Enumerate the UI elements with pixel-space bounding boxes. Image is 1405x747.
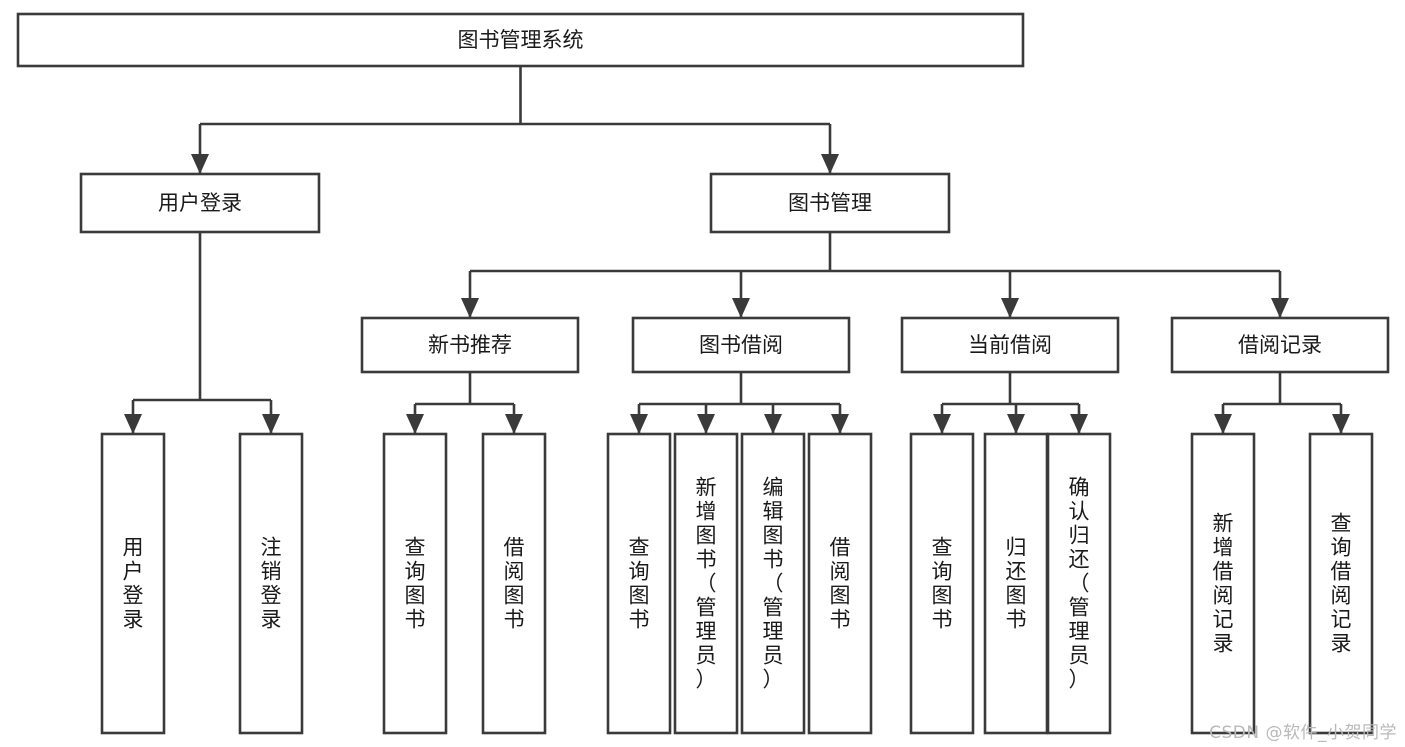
- node-leaf-7[interactable]: 编辑图书（管理员）: [740, 432, 806, 735]
- arrowhead: [1001, 298, 1019, 318]
- node-layer: 图书管理系统用户登录图书管理新书推荐图书借阅当前借阅借阅记录用户登录注销登录查询…: [16, 12, 1390, 735]
- arrowhead: [821, 154, 839, 174]
- node-label: 用户登录: [123, 536, 144, 632]
- arrowhead: [461, 298, 479, 318]
- arrowhead: [1332, 414, 1350, 434]
- node-level2-2[interactable]: 图书借阅: [631, 316, 851, 374]
- node-label: 查询图书: [932, 536, 953, 632]
- arrowhead: [505, 414, 523, 434]
- edge-group: [406, 372, 523, 434]
- edge-group: [630, 372, 849, 434]
- arrowhead: [406, 414, 424, 434]
- arrowhead: [191, 154, 209, 174]
- node-box[interactable]: [1190, 432, 1256, 735]
- node-box[interactable]: [1308, 432, 1374, 735]
- arrowhead: [831, 414, 849, 434]
- node-label: 用户登录: [158, 191, 242, 215]
- node-leaf-8[interactable]: 借阅图书: [807, 432, 873, 735]
- node-box[interactable]: [983, 432, 1049, 735]
- edge-group: [1214, 372, 1350, 434]
- node-label: 注销登录: [261, 536, 282, 632]
- node-label: 查询图书: [629, 536, 650, 632]
- node-level2-3[interactable]: 当前借阅: [900, 316, 1120, 374]
- node-box[interactable]: [100, 432, 166, 735]
- node-label: 图书管理系统: [458, 28, 584, 52]
- connector-layer: [124, 66, 1350, 434]
- node-box[interactable]: [740, 432, 806, 735]
- edge-group: [461, 232, 1289, 318]
- arrowhead: [1070, 414, 1088, 434]
- arrowhead: [630, 414, 648, 434]
- node-label: 图书借阅: [699, 333, 783, 357]
- node-label: 新增图书（管理员）: [696, 476, 717, 692]
- node-box[interactable]: [382, 432, 448, 735]
- node-box[interactable]: [631, 316, 851, 374]
- node-label: 查询借阅记录: [1331, 512, 1352, 656]
- arrowhead: [124, 414, 142, 434]
- arrowhead: [732, 298, 750, 318]
- node-label: 编辑图书（管理员）: [763, 476, 784, 692]
- node-box[interactable]: [709, 172, 951, 234]
- node-label: 图书管理: [788, 191, 872, 215]
- node-label: 查询图书: [405, 536, 426, 632]
- node-label: 新增借阅记录: [1213, 512, 1234, 656]
- node-box[interactable]: [16, 12, 1025, 68]
- node-label: 借阅图书: [504, 536, 525, 632]
- node-leaf-6[interactable]: 新增图书（管理员）: [673, 432, 739, 735]
- edge-group: [191, 66, 839, 174]
- node-leaf-2[interactable]: 注销登录: [238, 432, 304, 735]
- node-box[interactable]: [606, 432, 672, 735]
- node-leaf-10[interactable]: 归还图书: [983, 432, 1049, 735]
- node-leaf-12[interactable]: 新增借阅记录: [1190, 432, 1256, 735]
- node-box[interactable]: [238, 432, 304, 735]
- arrowhead: [1271, 298, 1289, 318]
- node-label: 确认归还（管理员）: [1069, 476, 1090, 692]
- node-leaf-3[interactable]: 查询图书: [382, 432, 448, 735]
- node-box[interactable]: [360, 316, 580, 374]
- node-box[interactable]: [909, 432, 975, 735]
- node-label: 新书推荐: [428, 333, 512, 357]
- arrowhead: [262, 414, 280, 434]
- node-box[interactable]: [79, 172, 321, 234]
- edge-group: [933, 372, 1088, 434]
- node-level2-4[interactable]: 借阅记录: [1170, 316, 1390, 374]
- edge-group: [124, 232, 280, 434]
- node-leaf-9[interactable]: 查询图书: [909, 432, 975, 735]
- node-box[interactable]: [1046, 432, 1112, 735]
- node-box[interactable]: [673, 432, 739, 735]
- node-level1-2[interactable]: 图书管理: [709, 172, 951, 234]
- arrowhead: [1214, 414, 1232, 434]
- node-box[interactable]: [1170, 316, 1390, 374]
- node-leaf-4[interactable]: 借阅图书: [481, 432, 547, 735]
- arrowhead: [933, 414, 951, 434]
- node-level2-1[interactable]: 新书推荐: [360, 316, 580, 374]
- node-box[interactable]: [900, 316, 1120, 374]
- node-leaf-5[interactable]: 查询图书: [606, 432, 672, 735]
- arrowhead: [697, 414, 715, 434]
- node-root[interactable]: 图书管理系统: [16, 12, 1025, 68]
- node-label: 归还图书: [1006, 536, 1027, 632]
- node-leaf-13[interactable]: 查询借阅记录: [1308, 432, 1374, 735]
- node-label: 当前借阅: [968, 333, 1052, 357]
- node-leaf-11[interactable]: 确认归还（管理员）: [1046, 432, 1112, 735]
- node-level1-1[interactable]: 用户登录: [79, 172, 321, 234]
- arrowhead: [764, 414, 782, 434]
- node-label: 借阅图书: [830, 536, 851, 632]
- arrowhead: [1007, 414, 1025, 434]
- node-box[interactable]: [807, 432, 873, 735]
- node-label: 借阅记录: [1238, 333, 1322, 357]
- node-box[interactable]: [481, 432, 547, 735]
- node-leaf-1[interactable]: 用户登录: [100, 432, 166, 735]
